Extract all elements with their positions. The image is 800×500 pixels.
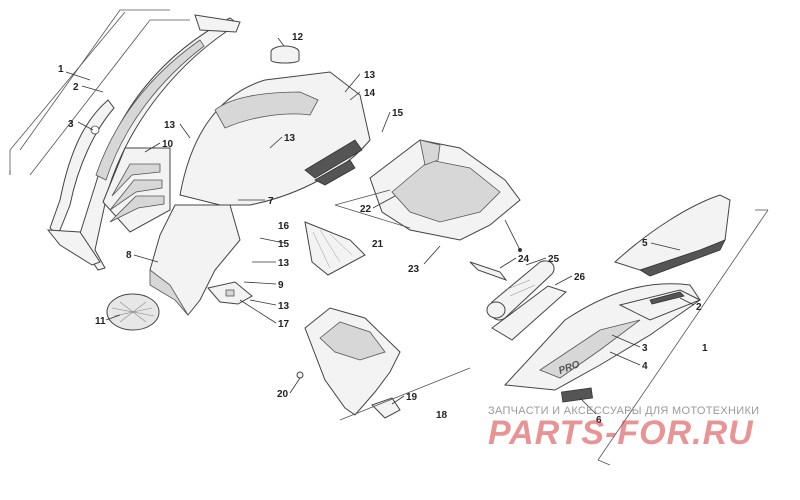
callout-18: 18 [436, 410, 448, 421]
callout-4: 4 [642, 361, 648, 372]
callout-20: 20 [277, 389, 289, 400]
retaining-strap [469, 261, 508, 282]
callout-3: 3 [642, 343, 648, 354]
callout-13: 13 [284, 133, 296, 144]
callout-22: 22 [360, 204, 372, 215]
callout-13: 13 [364, 70, 376, 81]
windscreen-panel [304, 221, 366, 276]
callout-16: 16 [278, 221, 290, 232]
callout-2: 2 [73, 82, 79, 93]
callout-1: 1 [58, 64, 64, 75]
emblem-badge [560, 387, 594, 403]
right-side-panel: PRO [503, 194, 731, 403]
leader-lines [65, 37, 695, 415]
center-hood [149, 71, 371, 316]
callout-19: 19 [406, 392, 418, 403]
louvre-vent [102, 147, 171, 233]
callout-6: 6 [596, 415, 602, 426]
watermark-logo: PARTS-FOR.RU [488, 414, 754, 452]
callout-13: 13 [164, 120, 176, 131]
callout-25: 25 [548, 254, 560, 265]
callout-11: 11 [95, 316, 106, 327]
mount-bracket [207, 281, 253, 305]
cylinder-sleeve [486, 260, 567, 341]
callout-14: 14 [364, 88, 376, 99]
callout-2: 2 [696, 302, 702, 313]
callout-26: 26 [574, 272, 586, 283]
callout-3: 3 [68, 119, 74, 130]
callout-15: 15 [278, 239, 290, 250]
callout-9: 9 [278, 280, 284, 291]
callout-12: 12 [292, 32, 304, 43]
dash-tray [369, 139, 522, 252]
callout-17: 17 [278, 319, 290, 330]
callout-21: 21 [372, 239, 384, 250]
callout-5: 5 [642, 238, 648, 249]
callout-13: 13 [278, 258, 290, 269]
callout-23: 23 [408, 264, 420, 275]
callout-1: 1 [702, 343, 708, 354]
filler-cap [270, 45, 300, 64]
watermark-subtitle: ЗАПЧАСТИ И АКСЕССУАРЫ ДЛЯ МОТОТЕХНИКИ [488, 405, 760, 417]
callout-15: 15 [392, 108, 404, 119]
lower-nose [296, 307, 401, 419]
assembly-brackets [9, 9, 769, 466]
callout-10: 10 [162, 139, 174, 150]
grille-mesh [106, 293, 160, 331]
callout-24: 24 [518, 254, 530, 265]
callout-8: 8 [126, 250, 132, 261]
callout-7: 7 [268, 196, 274, 207]
callout-13: 13 [278, 301, 290, 312]
callout-labels: 1 2 3 10 12 13 14 15 13 13 7 16 15 13 8 … [58, 32, 708, 426]
